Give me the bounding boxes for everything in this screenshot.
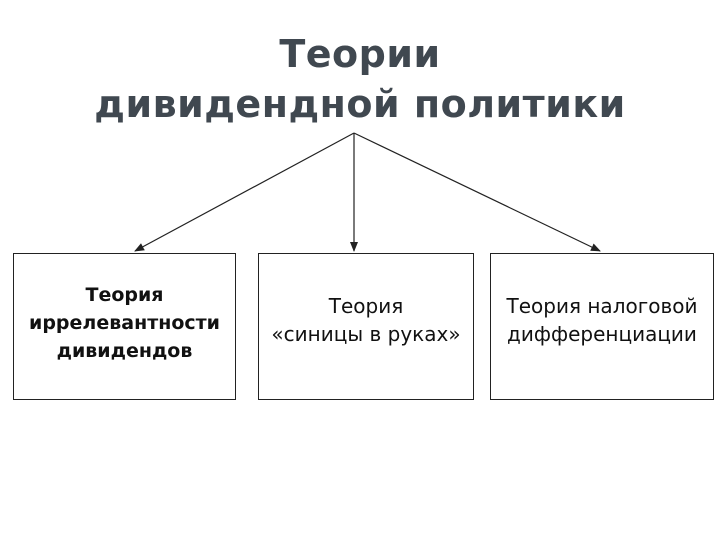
arrow-to-irrelevance-theory <box>134 132 355 252</box>
box-tax-differentiation-theory: Теория налоговой дифференциации <box>490 253 714 400</box>
box-text-line: «синицы в руках» <box>271 321 461 346</box>
arrow-to-tax-differentiation-theory <box>353 132 601 252</box>
box-bird-in-hand-theory: Теория «синицы в руках» <box>258 253 474 400</box>
diagram-title-line-2: дивидендной политики <box>94 82 626 126</box>
box-text-line: иррелевантности <box>29 311 220 334</box>
box-text-line: Теория <box>328 293 404 318</box>
box-text-line: Теория налоговой <box>506 293 698 318</box>
box-text-line: дифференциации <box>507 321 697 346</box>
box-text-line: Теория <box>85 283 164 306</box>
box-irrelevance-theory: Теория иррелевантности дивидендов <box>13 253 236 400</box>
diagram-title-line-1: Теории <box>279 32 441 76</box>
box-text-line: дивидендов <box>56 339 193 362</box>
